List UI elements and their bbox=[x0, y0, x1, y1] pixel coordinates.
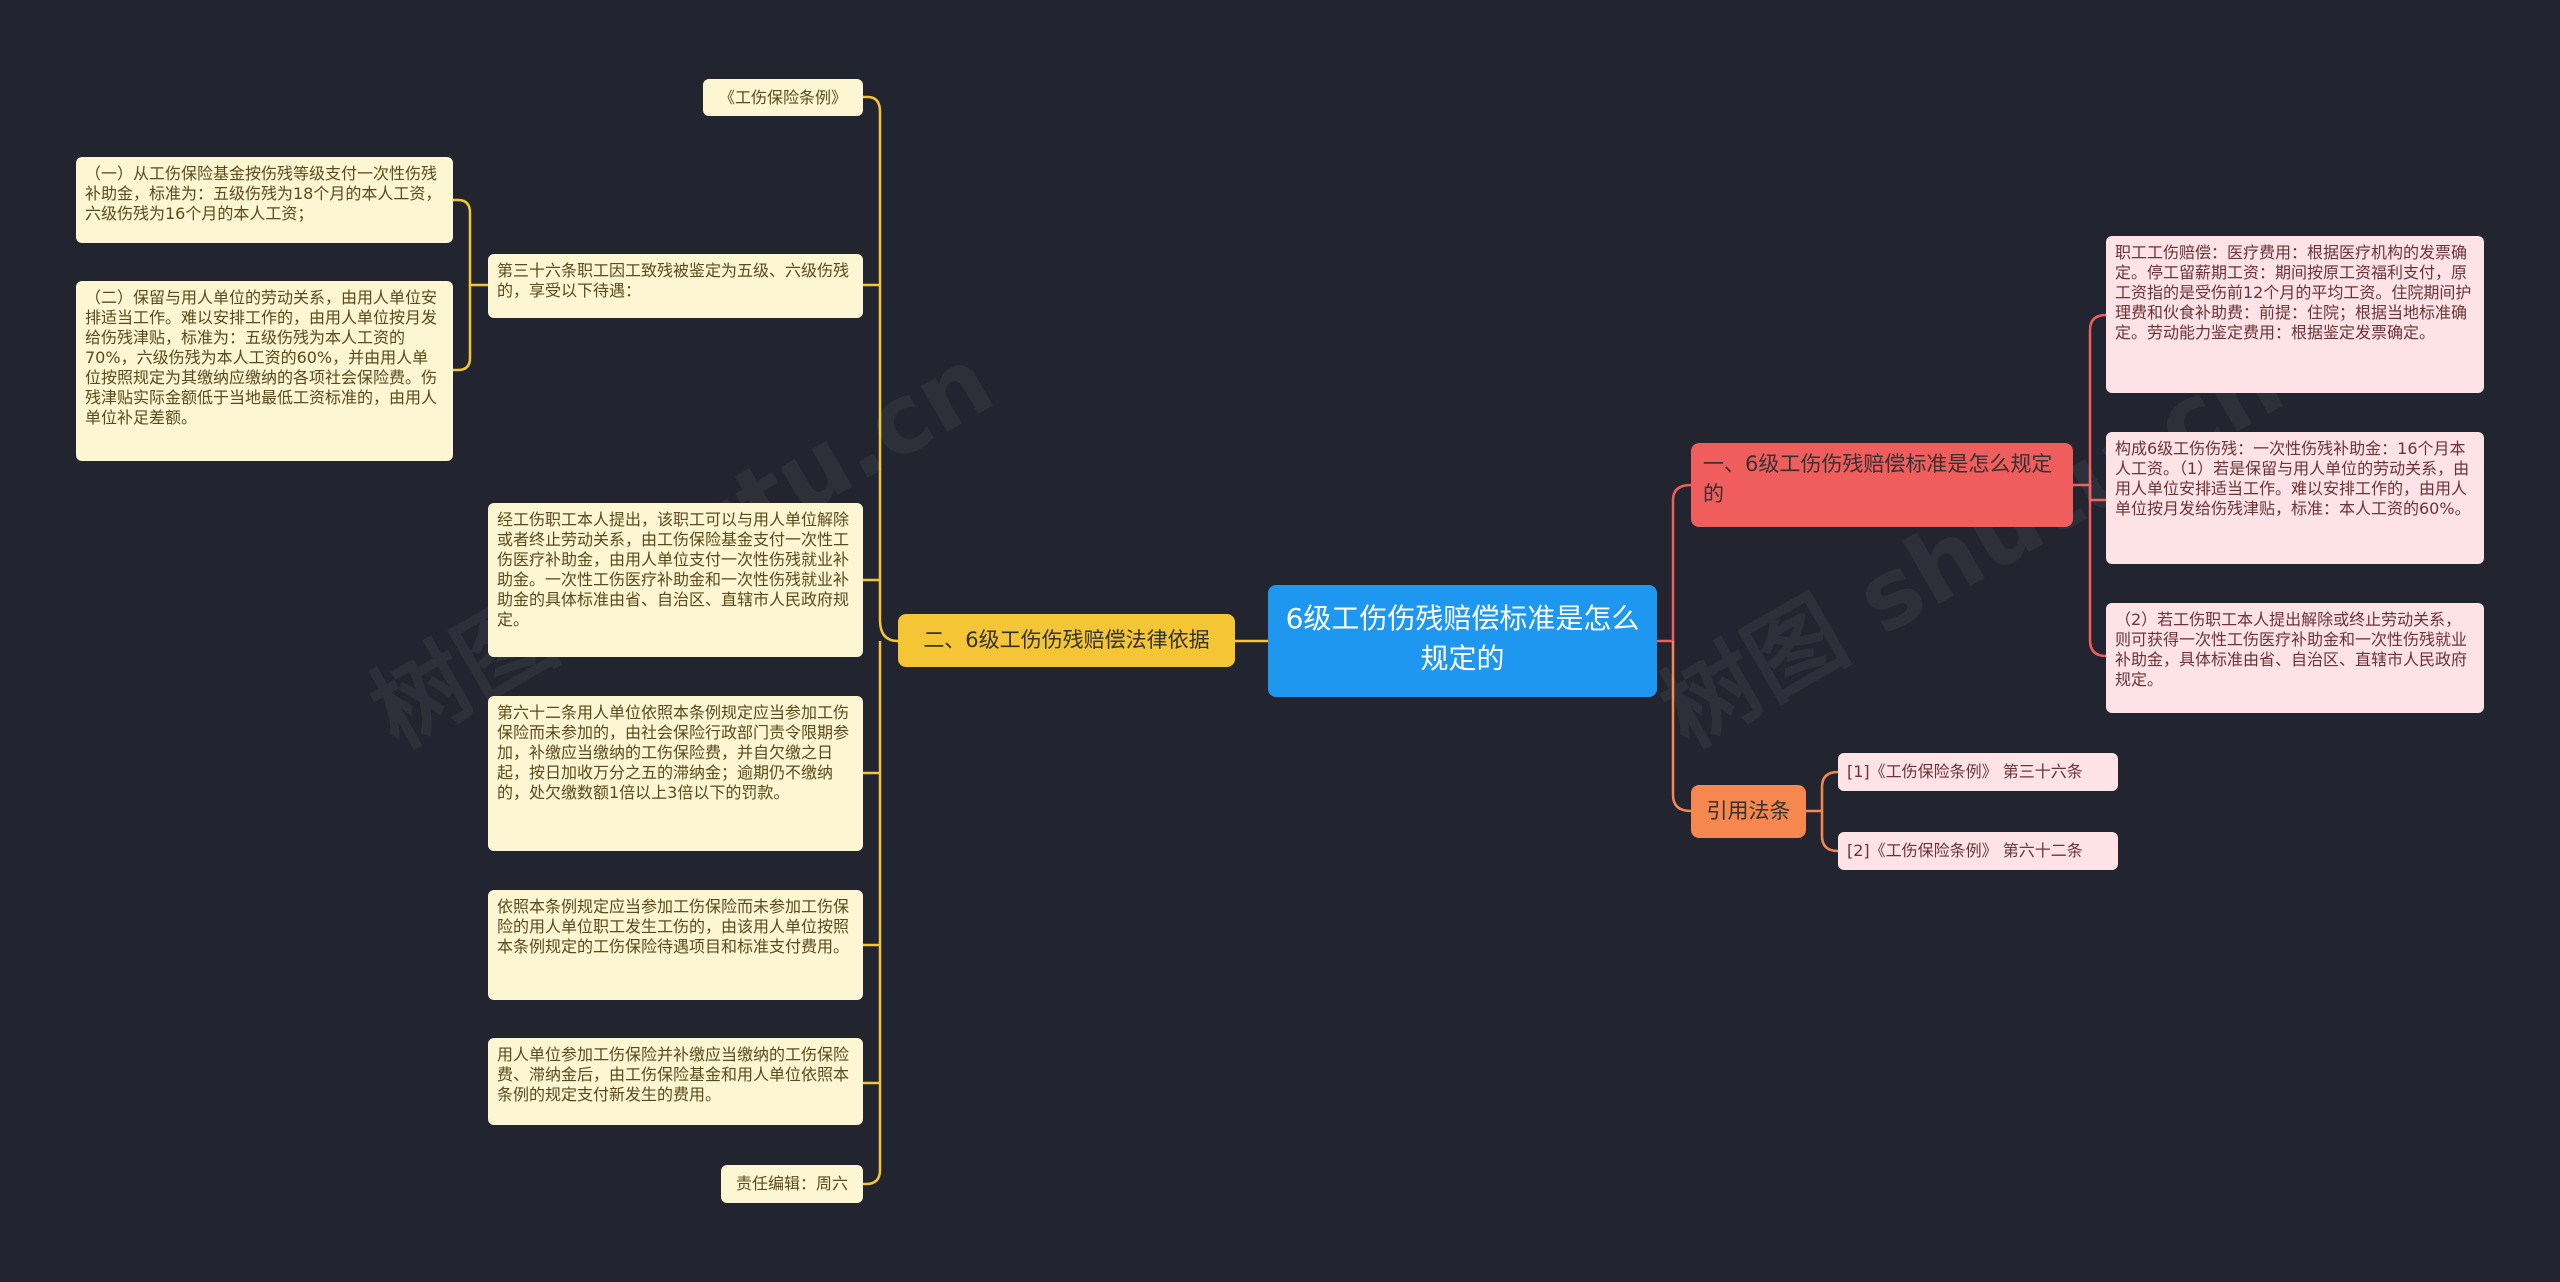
leaf-article-36[interactable]: 第三十六条职工因工致残被鉴定为五级、六级伤残的，享受以下待遇： bbox=[488, 254, 863, 318]
leaf-regulation-title[interactable]: 《工伤保险条例》 bbox=[703, 79, 863, 116]
leaf-editor[interactable]: 责任编辑：周六 bbox=[721, 1165, 863, 1203]
branch-cited-laws[interactable]: 引用法条 bbox=[1691, 785, 1806, 838]
root-topic[interactable]: 6级工伤伤残赔偿标准是怎么规定的 bbox=[1268, 585, 1657, 697]
link-r2-1 bbox=[1806, 770, 1839, 813]
leaf-sub-2[interactable]: （二）保留与用人单位的劳动关系，由用人单位安排适当工作。难以安排工作的，由用人单… bbox=[76, 281, 453, 461]
link-r1-trunk bbox=[2073, 313, 2107, 487]
leaf-cite-1[interactable]: [1]《工伤保险条例》 第三十六条 bbox=[1838, 753, 2118, 791]
link-r1-3 bbox=[2088, 485, 2107, 658]
link-root-right-2 bbox=[1671, 641, 1692, 813]
link-sub bbox=[453, 198, 488, 287]
branch-compensation-standard[interactable]: 一、6级工伤伤残赔偿标准是怎么规定的 bbox=[1691, 443, 2073, 527]
link-r2-2 bbox=[1820, 811, 1839, 853]
link-r1-2 bbox=[2088, 485, 2106, 502]
leaf-article-62[interactable]: 第六十二条用人单位依照本条例规定应当参加工伤保险而未参加的，由社会保险行政部门责… bbox=[488, 696, 863, 851]
leaf-fund-pays[interactable]: 用人单位参加工伤保险并补缴应当缴纳的工伤保险费、滞纳金后，由工伤保险基金和用人单… bbox=[488, 1038, 863, 1125]
leaf-employer-pays[interactable]: 依照本条例规定应当参加工伤保险而未参加工伤保险的用人单位职工发生工伤的，由该用人… bbox=[488, 890, 863, 1000]
leaf-injury-compensation[interactable]: 职工工伤赔偿：医疗费用：根据医疗机构的发票确定。停工留薪期工资：期间按原工资福利… bbox=[2106, 236, 2484, 393]
leaf-medical-subsidy[interactable]: 经工伤职工本人提出，该职工可以与用人单位解除或者终止劳动关系，由工伤保险基金支付… bbox=[488, 503, 863, 657]
branch-legal-basis[interactable]: 二、6级工伤伤残赔偿法律依据 bbox=[898, 614, 1235, 667]
leaf-terminate-relation[interactable]: （2）若工伤职工本人提出解除或终止劳动关系，则可获得一次性工伤医疗补助金和一次性… bbox=[2106, 603, 2484, 713]
link-sub-2 bbox=[453, 285, 472, 372]
link-root-right bbox=[1657, 483, 1692, 643]
link-left-trunk-down bbox=[863, 641, 882, 1186]
leaf-cite-2[interactable]: [2]《工伤保险条例》 第六十二条 bbox=[1838, 832, 2118, 870]
leaf-grade6-disability[interactable]: 构成6级工伤伤残：一次性伤残补助金：16个月本人工资。（1）若是保留与用人单位的… bbox=[2106, 432, 2484, 564]
leaf-sub-1[interactable]: （一）从工伤保险基金按伤残等级支付一次性伤残补助金，标准为：五级伤残为18个月的… bbox=[76, 157, 453, 243]
link-left-trunk bbox=[863, 95, 899, 643]
